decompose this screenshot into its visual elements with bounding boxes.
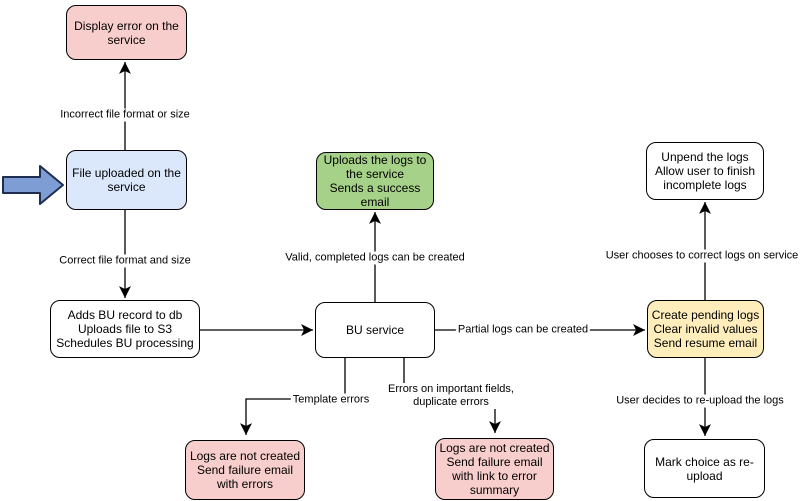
node-logs-not-created-errors: Logs are not created Send failure email … [185,440,305,500]
edge-label-template-errors: Template errors [290,393,372,407]
node-adds-bu-record: Adds BU record to db Uploads file to S3 … [50,300,200,358]
node-mark-reupload: Mark choice as re- upload [644,439,765,498]
edge-label-partial-logs: Partial logs can be created [455,323,591,337]
node-uploads-logs-success: Uploads the logs to the service Sends a … [316,152,434,210]
node-file-uploaded: File uploaded on the service [66,150,187,210]
edge-label-correct-file: Correct file format and size [57,254,193,268]
edge-label-user-corrects: User chooses to correct logs on service [603,249,801,263]
node-create-pending-logs: Create pending logs Clear invalid values… [647,300,764,358]
edge-label-errors-important-fields: Errors on important fields, duplicate er… [386,383,516,409]
node-logs-not-created-summary: Logs are not created Send failure email … [435,438,554,500]
entry-arrow-icon [2,165,64,205]
node-display-error: Display error on the service [66,5,187,60]
node-unpend-logs: Unpend the logs Allow user to finish inc… [646,142,764,200]
node-bu-service: BU service [315,302,435,358]
edge-label-user-reuploads: User decides to re-upload the logs [614,394,786,408]
edge-label-incorrect-file: Incorrect file format or size [58,108,192,122]
edge-label-valid-completed: Valid, completed logs can be created [283,251,467,265]
